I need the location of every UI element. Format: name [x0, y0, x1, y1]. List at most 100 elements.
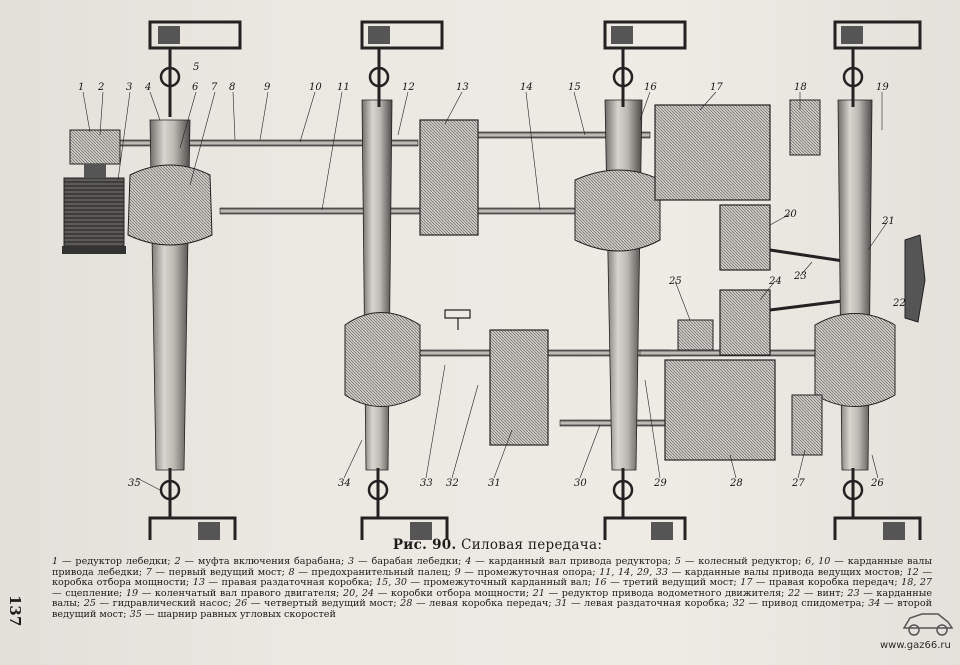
legend-item-text: — правая раздаточная коробка;: [204, 577, 377, 589]
legend-item-number: 20, 24: [342, 587, 375, 599]
callout-20: 20: [783, 209, 797, 220]
legend-item-number: 35: [129, 608, 142, 620]
callout-11: 11: [337, 82, 350, 93]
legend-item-number: 11, 14, 29, 33: [599, 566, 668, 578]
legend-item: 35 — шарнир равных угловых скоростей: [130, 609, 336, 620]
callout-15: 15: [568, 82, 581, 93]
legend-item-text: — четвертый ведущий мост;: [247, 598, 401, 610]
callout-18: 18: [794, 82, 807, 93]
legend-item: 20, 24 — коробки отбора мощности;: [343, 588, 533, 599]
legend-item: 1 — редуктор лебедки;: [52, 556, 175, 567]
leader-lines: [82, 91, 889, 491]
legend-item: 18, 27 — сцепление;: [52, 577, 932, 599]
callout-5: 5: [193, 62, 199, 73]
legend-item-number: 19: [125, 587, 139, 599]
legend-item-text: — муфта включения барабана;: [180, 556, 349, 567]
legend-item-number: 6, 10: [805, 556, 831, 567]
legend-item: 9 — промежуточная опора;: [455, 567, 600, 578]
callout-35: 35: [128, 478, 141, 489]
legend-item-text: — сцепление;: [52, 587, 126, 599]
figure-caption-label: Рис. 90.: [392, 537, 457, 553]
callout-25: 25: [668, 276, 682, 287]
legend-item: 26 — четвертый ведущий мост;: [235, 598, 401, 610]
page-number: 137: [6, 595, 24, 627]
legend-item-number: 8: [288, 566, 295, 578]
legend-item-text: — карданные валы;: [52, 587, 933, 610]
callout-8: 8: [229, 82, 235, 93]
legend-item-number: 7: [145, 566, 152, 578]
legend-item: 7 — первый ведущий мост;: [146, 567, 289, 578]
winch-drum: [62, 129, 126, 254]
callout-13: 13: [456, 82, 469, 93]
legend-item-text: — редуктор лебедки;: [58, 556, 175, 567]
legend-item-text: — карданные валы привода ведущих мостов;: [667, 566, 907, 578]
callout-12: 12: [402, 82, 415, 93]
legend-item-number: 9: [454, 566, 461, 578]
legend-item: 4 — карданный вал привода редуктора;: [465, 556, 675, 567]
legend-item-text: — карданный вал привода редуктора;: [471, 556, 675, 567]
legend-item: 8 — предохранительный палец;: [289, 567, 455, 578]
legend-item-number: 18, 27: [901, 577, 933, 589]
legend-item-text: — гидравлический насос;: [95, 598, 235, 610]
legend-item-number: 17: [740, 577, 753, 589]
callout-16: 16: [644, 82, 657, 93]
legend-item-number: 5: [674, 556, 681, 567]
legend-item-text: — промежуточная опора;: [460, 566, 600, 578]
callout-10: 10: [309, 82, 322, 93]
legend-item-number: 22: [788, 587, 801, 599]
wheel-reducers-top: [148, 20, 922, 117]
legend-item-number: 32: [732, 598, 745, 610]
legend-item: 21 — редуктор привода водометного движит…: [533, 588, 788, 599]
legend-item-number: 23: [847, 587, 860, 599]
legend-item-number: 21: [532, 587, 545, 599]
figure-legend: 1 — редуктор лебедки; 2 — муфта включени…: [52, 556, 933, 621]
watermark: www.gaz66.ru: [880, 640, 951, 651]
legend-item: 11, 14, 29, 33 — карданные валы привода …: [599, 567, 906, 578]
legend-item: 3 — барабан лебедки;: [348, 556, 465, 567]
callout-4: 4: [144, 82, 151, 93]
callout-32: 32: [446, 478, 459, 489]
legend-item-number: 15, 30: [376, 577, 407, 589]
legend-item-text: — левая коробка передач;: [412, 598, 556, 610]
callout-19: 19: [876, 82, 889, 93]
legend-item-number: 1: [52, 556, 59, 567]
legend-item-text: — коробка отбора мощности;: [52, 566, 932, 589]
legend-item-text: — левая раздаточная коробка;: [567, 598, 733, 610]
callout-27: 27: [791, 478, 805, 489]
callout-21: 21: [881, 216, 895, 227]
callout-24: 24: [768, 276, 782, 287]
wheel-reducers-bottom: [148, 468, 922, 540]
callout-6: 6: [192, 82, 199, 93]
legend-item-text: — редуктор привода водометного движителя…: [544, 587, 789, 599]
callout-28: 28: [729, 478, 743, 489]
callout-33: 33: [420, 478, 433, 489]
legend-item-text: — правая коробка передач;: [752, 577, 902, 589]
legend-item-text: — колесный редуктор;: [680, 556, 806, 567]
legend-item-text: — коленчатый вал правого двигателя;: [138, 587, 343, 599]
legend-item: 28 — левая коробка передач;: [400, 598, 556, 610]
figure-caption: Рис. 90. Силовая передача:: [40, 537, 955, 553]
legend-item: 22 — винт;: [788, 588, 847, 599]
legend-item-text: — привод спидометра;: [744, 598, 869, 610]
legend-item-text: — предохранительный палец;: [294, 566, 455, 578]
legend-item-text: — барабан лебедки;: [354, 556, 466, 567]
callout-34: 34: [338, 478, 351, 489]
gearboxes: [419, 99, 926, 461]
legend-item-number: 34: [868, 598, 881, 610]
callout-7: 7: [211, 82, 218, 93]
legend-item: 31 — левая раздаточная коробка;: [555, 598, 733, 610]
callout-23: 23: [793, 271, 807, 282]
legend-item-number: 4: [465, 556, 472, 567]
legend-item-text: — коробки отбора мощности;: [374, 587, 533, 599]
legend-item-text: — шарнир равных угловых скоростей: [141, 608, 336, 620]
callout-2: 2: [97, 82, 104, 93]
figure-caption-text: Силовая передача:: [461, 537, 603, 553]
legend-item-number: 25: [83, 598, 96, 610]
legend-item-number: 26: [235, 598, 248, 610]
legend-item-number: 2: [174, 556, 181, 567]
legend-item: 12 — коробка отбора мощности;: [52, 567, 932, 589]
legend-item: 6, 10 — карданные валы привода лебедки;: [52, 556, 932, 578]
legend-item-text: — промежуточный карданный вал;: [406, 577, 595, 589]
legend-item-text: — второй ведущий мост;: [52, 598, 932, 620]
legend-item-text: — карданные валы привода лебедки;: [52, 556, 933, 578]
